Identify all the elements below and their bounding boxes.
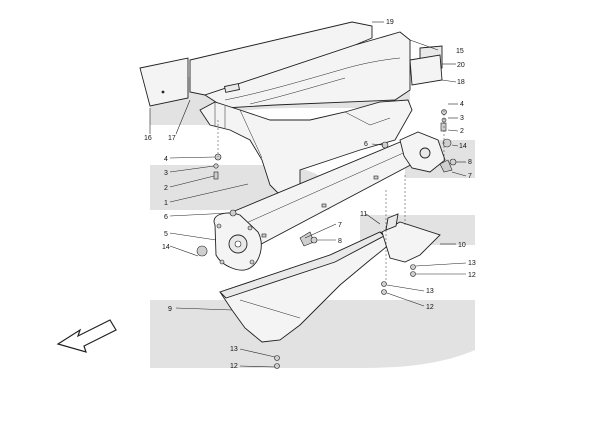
- callout-label: 14: [459, 143, 467, 150]
- alignment-lines: [217, 110, 445, 280]
- callout-label: 7: [338, 222, 342, 229]
- lower-heat-shield: [381, 213, 441, 263]
- callout-label: 4: [164, 156, 168, 163]
- rear-trim-panels: [409, 45, 443, 86]
- watermark-logo: [150, 69, 475, 368]
- callout-label: 2: [164, 185, 168, 192]
- callout-label: 12: [426, 304, 434, 311]
- left-side-panel: [139, 57, 189, 107]
- lower-insulation-panel: [219, 231, 396, 343]
- callout-label: 6: [364, 141, 368, 148]
- callout-label: 4: [460, 101, 464, 108]
- hardware-items: [196, 109, 457, 369]
- callout-label: 12: [230, 363, 238, 370]
- callout-label: 16: [144, 135, 152, 142]
- callout-label: 14: [162, 244, 170, 251]
- callout-label: 13: [230, 346, 238, 353]
- callout-label: 5: [164, 231, 168, 238]
- callout-label: 6: [164, 214, 168, 221]
- callout-label: 15: [456, 48, 464, 55]
- callout-label: 1: [164, 200, 168, 207]
- callout-label: 18: [457, 79, 465, 86]
- callout-label: 2: [460, 128, 464, 135]
- upper-trim-panel: [189, 21, 411, 109]
- callout-label: 8: [468, 159, 472, 166]
- callout-label: 8: [338, 238, 342, 245]
- tunnel-cover: [199, 99, 413, 196]
- leader-lines: [149, 21, 467, 368]
- direction-arrow-icon: [56, 319, 117, 353]
- callout-label: 13: [426, 288, 434, 295]
- callout-label: 20: [457, 62, 465, 69]
- callout-label: 19: [386, 19, 394, 26]
- callout-label: 7: [468, 173, 472, 180]
- callout-label: 13: [468, 260, 476, 267]
- callout-label: 11: [360, 211, 367, 218]
- front-flange: [213, 212, 262, 271]
- callout-label: 3: [460, 115, 464, 122]
- callout-label: 17: [168, 135, 176, 142]
- callout-label: 10: [458, 242, 466, 249]
- callout-label: 9: [168, 306, 172, 313]
- rear-flange-housing: [399, 131, 446, 173]
- callout-label: 12: [468, 272, 476, 279]
- callout-label: 3: [164, 170, 168, 177]
- callout-labels: 19 15 20 18 4 3 2 14 8 7 6 16 17 4 3 2 1…: [144, 19, 476, 370]
